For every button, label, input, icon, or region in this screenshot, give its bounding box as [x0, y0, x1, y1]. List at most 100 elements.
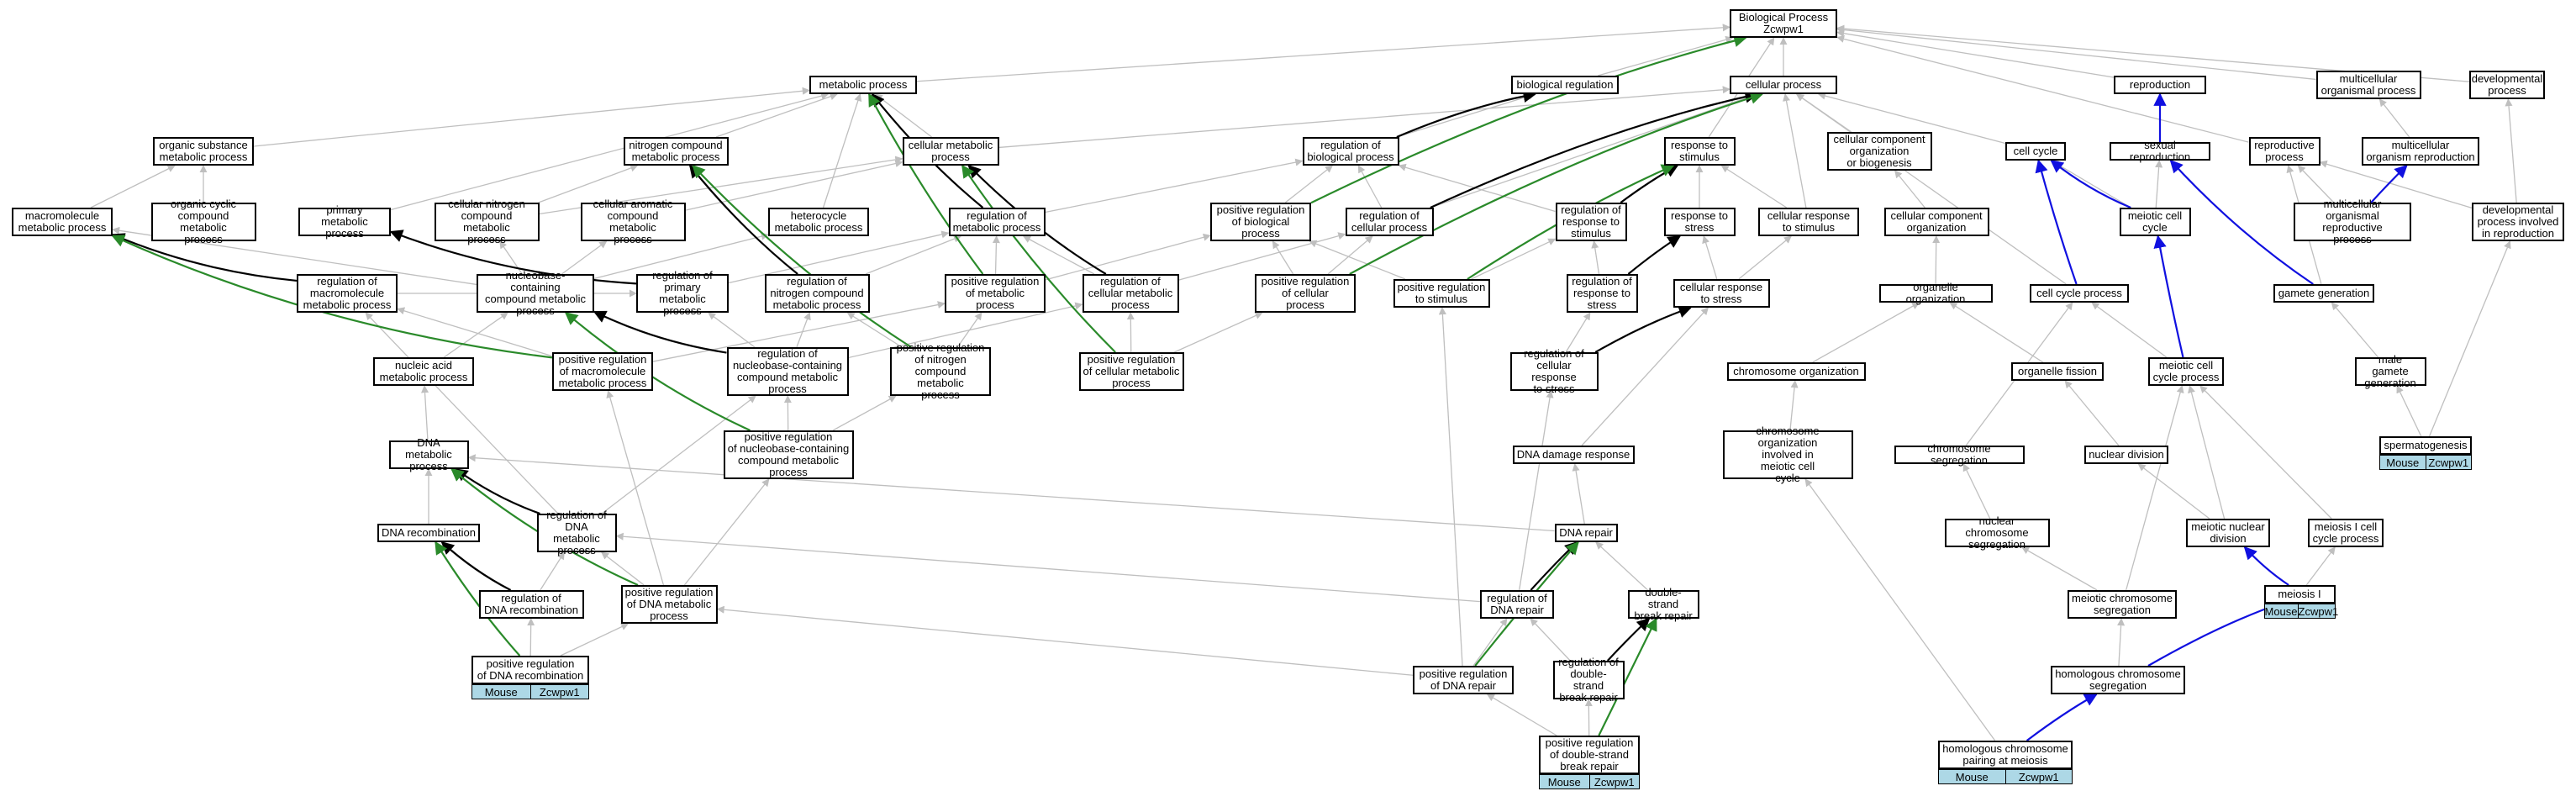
go-term-node[interactable]: chromosome organization involved in meio…: [1723, 430, 1853, 479]
go-term-node[interactable]: nitrogen compound metabolic process: [624, 137, 729, 166]
go-term-node[interactable]: primary metabolic process: [298, 208, 391, 236]
go-term-node[interactable]: cellular nitrogen compound metabolic pro…: [435, 203, 540, 241]
edge-is-a: [1594, 241, 1599, 274]
go-term-node[interactable]: regulation of primary metabolic process: [636, 274, 729, 313]
go-term-node[interactable]: heterocycle metabolic process: [768, 208, 869, 236]
go-term-node[interactable]: positive regulation of double-strand bre…: [1539, 736, 1640, 774]
go-term-node[interactable]: cellular process: [1730, 76, 1837, 94]
go-term-node[interactable]: regulation of DNA repair: [1480, 590, 1554, 619]
go-term-node[interactable]: sexual reproduction: [2110, 142, 2210, 161]
go-term-node[interactable]: homologous chromosome pairing at meiosis: [1938, 741, 2073, 769]
go-term-node[interactable]: regulation of macromolecule metabolic pr…: [297, 274, 398, 313]
go-term-node[interactable]: regulation of response to stress: [1567, 274, 1638, 313]
go-term-node[interactable]: multicellular organism reproduction: [2362, 137, 2479, 166]
go-term-node[interactable]: biological regulation: [1511, 76, 1619, 94]
go-term-node[interactable]: positive regulation to stimulus: [1393, 279, 1490, 308]
go-term-node[interactable]: positive regulation of metabolic process: [945, 274, 1046, 313]
edge-is-a: [1596, 542, 1648, 590]
edge-regulates: [442, 542, 511, 590]
go-term-node[interactable]: organelle fission: [2011, 362, 2104, 381]
go-term-node[interactable]: homologous chromosome segregation: [2051, 666, 2185, 694]
go-term-node[interactable]: regulation of DNA recombination: [479, 590, 584, 619]
go-term-node[interactable]: response to stress: [1664, 208, 1736, 236]
edge-is-a: [824, 94, 861, 208]
go-term-node[interactable]: regulation of nucleobase-containing comp…: [727, 347, 849, 396]
go-term-node[interactable]: positive regulation of biological proces…: [1210, 203, 1311, 241]
go-term-node[interactable]: regulation of nitrogen compound metaboli…: [765, 274, 870, 313]
go-term-node[interactable]: meiotic cell cycle: [2120, 208, 2191, 236]
go-term-node[interactable]: organelle organization: [1879, 284, 1993, 303]
go-term-node[interactable]: meiotic nuclear division: [2186, 519, 2270, 547]
go-term-node[interactable]: regulation of double-strand break repair: [1553, 661, 1625, 699]
go-term-node[interactable]: developmental process involved in reprod…: [2472, 203, 2564, 241]
go-term-node[interactable]: gamete generation: [2273, 284, 2374, 303]
go-term-node[interactable]: cell cycle process: [2030, 284, 2129, 303]
edge-part-of: [2038, 161, 2076, 284]
go-term-node[interactable]: DNA damage response: [1513, 446, 1635, 464]
go-term-node[interactable]: cellular response to stimulus: [1758, 208, 1859, 236]
go-term-node[interactable]: developmental process: [2469, 71, 2545, 99]
go-term-node[interactable]: regulation of metabolic process: [949, 208, 1046, 236]
go-term-node[interactable]: double-strand break repair: [1628, 590, 1699, 619]
go-term-node[interactable]: cellular metabolic process: [903, 137, 999, 166]
go-term-node[interactable]: regulation of biological process: [1303, 137, 1399, 166]
edge-is-a: [1963, 464, 1989, 519]
go-term-node[interactable]: cellular component organization: [1884, 208, 1989, 236]
edge-is-a: [1575, 464, 1584, 524]
go-term-node[interactable]: meiotic chromosome segregation: [2068, 590, 2177, 619]
go-term-node[interactable]: multicellular organismal process: [2316, 71, 2421, 99]
edge-is-a: [1785, 94, 1806, 208]
go-term-node[interactable]: metabolic process: [809, 76, 917, 94]
go-term-node[interactable]: meiosis I cell cycle process: [2308, 519, 2384, 547]
go-term-node[interactable]: response to stimulus: [1664, 137, 1736, 166]
edge-is-a: [2138, 464, 2210, 519]
go-term-node[interactable]: organic substance metabolic process: [153, 137, 254, 166]
go-term-node[interactable]: reproductive process: [2249, 137, 2321, 166]
go-term-node[interactable]: meiotic cell cycle process: [2148, 357, 2224, 386]
go-term-node[interactable]: positive regulation of DNA repair: [1413, 666, 1514, 694]
go-term-node[interactable]: cellular aromatic compound metabolic pro…: [581, 203, 686, 241]
go-term-node[interactable]: reproduction: [2114, 76, 2206, 94]
go-term-node[interactable]: Biological Process Zcwpw1: [1730, 9, 1837, 38]
edge-is-a: [2430, 241, 2510, 436]
go-term-node[interactable]: DNA recombination: [377, 524, 480, 542]
go-term-node[interactable]: nuclear division: [2084, 446, 2168, 464]
go-term-node[interactable]: cellular response to stress: [1673, 279, 1770, 308]
go-term-node[interactable]: positive regulation of nucleobase-contai…: [724, 430, 854, 479]
go-term-node[interactable]: DNA repair: [1555, 524, 1618, 542]
go-term-node[interactable]: multicellular organismal reproductive pr…: [2294, 203, 2411, 241]
go-term-node[interactable]: nucleobase-containing compound metabolic…: [477, 274, 594, 313]
go-term-node[interactable]: chromosome segregation: [1894, 446, 2025, 464]
go-term-node[interactable]: regulation of cellular metabolic process: [1083, 274, 1179, 313]
go-term-node[interactable]: DNA metabolic process: [389, 440, 469, 469]
go-term-node[interactable]: spermatogenesis: [2379, 436, 2472, 455]
go-term-node[interactable]: cell cycle: [2005, 142, 2066, 161]
go-term-node[interactable]: positive regulation of nitrogen compound…: [890, 347, 991, 396]
go-term-node[interactable]: positive regulation of cellular metaboli…: [1079, 352, 1184, 391]
go-term-node[interactable]: regulation of cellular response to stres…: [1510, 352, 1599, 391]
go-term-node[interactable]: positive regulation of cellular process: [1255, 274, 1356, 313]
go-term-node[interactable]: positive regulation of DNA metabolic pro…: [621, 585, 718, 624]
go-term-node[interactable]: positive regulation of macromolecule met…: [552, 352, 653, 391]
go-term-node[interactable]: organic cyclic compound metabolic proces…: [151, 203, 256, 241]
go-term-node[interactable]: positive regulation of DNA recombination: [471, 656, 589, 684]
edge-is-a: [684, 479, 769, 585]
edge-is-a: [1797, 94, 2067, 284]
go-term-node[interactable]: regulation of response to stimulus: [1556, 203, 1627, 241]
go-term-node[interactable]: nucleic acid metabolic process: [373, 357, 474, 386]
go-term-node[interactable]: male gamete generation: [2355, 357, 2426, 386]
go-term-node[interactable]: macromolecule metabolic process: [12, 208, 113, 236]
go-term-node[interactable]: regulation of cellular process: [1346, 208, 1434, 236]
edge-is-a: [797, 313, 809, 347]
tag-species: Mouse: [1540, 775, 1589, 789]
edge-is-a: [1598, 38, 1732, 76]
go-term-node[interactable]: chromosome organization: [1727, 362, 1866, 381]
go-term-node[interactable]: cellular component organization or bioge…: [1827, 132, 1932, 171]
go-term-node[interactable]: meiosis I: [2264, 585, 2336, 604]
go-term-node[interactable]: nuclear chromosome segregation: [1945, 519, 2050, 547]
go-term-node[interactable]: regulation of DNA metabolic process: [537, 514, 617, 552]
edge-is-a: [716, 94, 837, 137]
